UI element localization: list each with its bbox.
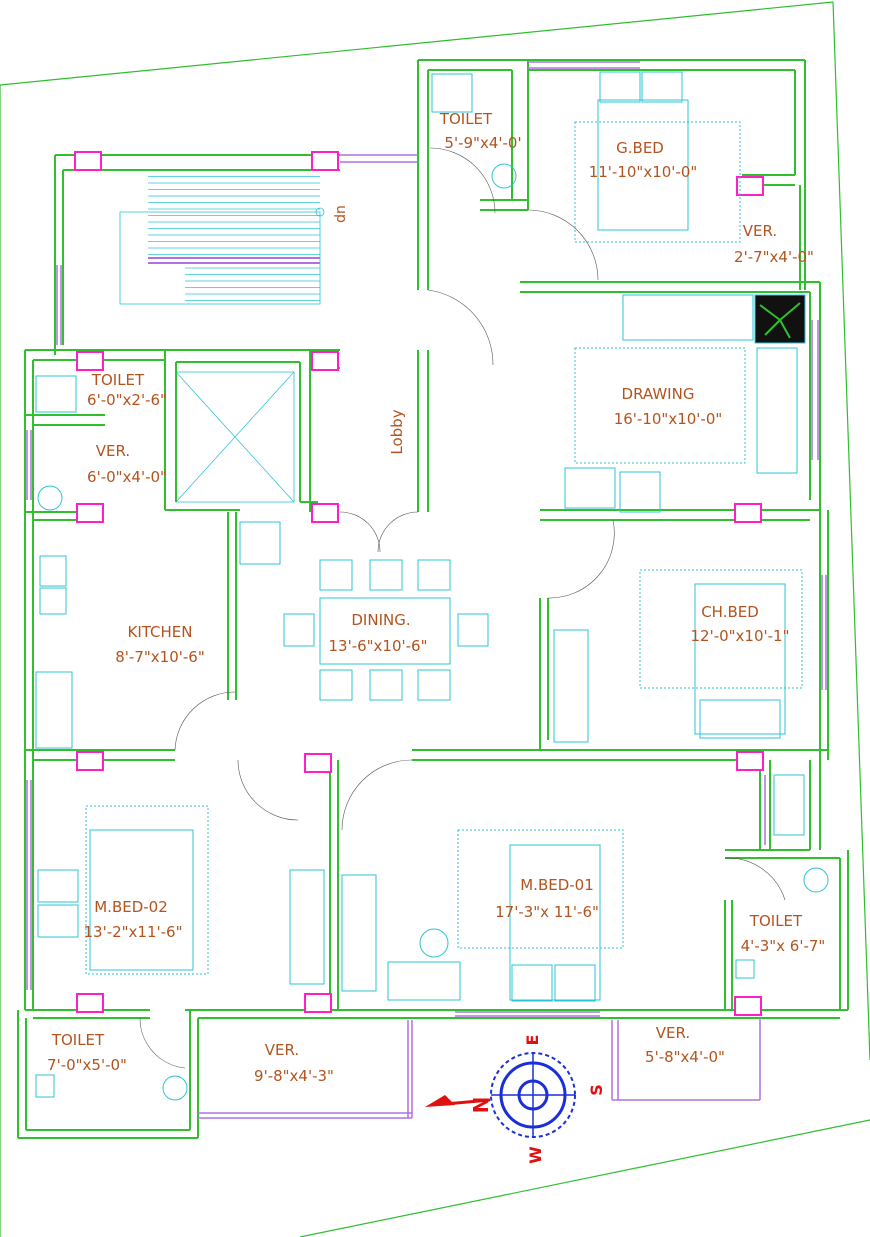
kitchen-name: KITCHEN — [128, 623, 193, 641]
north-arrow-icon — [425, 1095, 455, 1107]
mbed02-name: M.BED-02 — [94, 898, 168, 916]
compass-south-label: S — [587, 1084, 606, 1096]
drawing-size: 16'-10"x10'-0" — [614, 410, 723, 428]
column — [304, 753, 332, 773]
mbed02-size: 13'-2"x11'-6" — [83, 923, 182, 941]
drawing-name: DRAWING — [622, 385, 695, 403]
mbed01-size: 17'-3"x 11'-6" — [495, 903, 599, 921]
compass: N E S W — [425, 1035, 606, 1164]
toilet-top-size: 5'-9"x4'-0' — [444, 134, 521, 152]
toilet-top-name: TOILET — [439, 110, 493, 128]
column — [311, 503, 339, 523]
ver-bottom-mid-name: VER. — [265, 1041, 299, 1059]
staircase — [119, 169, 325, 305]
stair-up-label: up — [333, 205, 349, 223]
toilet-left-name: TOILET — [91, 371, 145, 389]
column — [736, 176, 764, 196]
column — [311, 351, 339, 371]
room-labels: TOILET 5'-9"x4'-0' G.BED 11'-10"x10'-0" … — [47, 110, 825, 1085]
toilet-right-size: 4'-3"x 6'-7" — [741, 937, 826, 955]
toilet-right-name: TOILET — [749, 912, 803, 930]
column — [76, 503, 104, 523]
walls — [17, 59, 849, 1139]
compass-east-label: E — [523, 1035, 542, 1046]
furniture — [35, 71, 829, 1101]
column — [74, 151, 102, 171]
toilet-left-size: 6'-0"x2'-6" — [87, 391, 167, 409]
compass-north-label: N — [469, 1097, 493, 1114]
column — [734, 996, 762, 1016]
windows — [26, 61, 827, 1119]
column — [76, 351, 104, 371]
kitchen-size: 8'-7"x10'-6" — [115, 648, 204, 666]
column — [304, 993, 332, 1013]
gbed-size: 11'-10"x10'-0" — [589, 163, 698, 181]
columns — [74, 151, 764, 1016]
ver-bottom-right-name: VER. — [656, 1024, 690, 1042]
chbed-name: CH.BED — [701, 603, 759, 621]
plant-decoration — [759, 302, 801, 339]
toilet-bottom-left-name: TOILET — [51, 1031, 105, 1049]
compass-west-label: W — [526, 1146, 545, 1164]
column — [76, 751, 104, 771]
ver-bottom-right-size: 5'-8"x4'-0" — [645, 1048, 725, 1066]
toilet-bottom-left-size: 7'-0"x5'-0" — [47, 1056, 127, 1074]
ver-top-right-name: VER. — [743, 222, 777, 240]
dining-size: 13'-6"x10'-6" — [328, 637, 427, 655]
lift-shaft — [175, 371, 295, 503]
gbed-name: G.BED — [616, 139, 664, 157]
dining-name: DINING. — [351, 611, 410, 629]
ver-bottom-mid-size: 9'-8"x4'-3" — [254, 1067, 334, 1085]
column — [311, 151, 339, 171]
column — [736, 751, 764, 771]
chbed-size: 12'-0"x10'-1" — [690, 627, 789, 645]
column — [76, 993, 104, 1013]
column — [734, 503, 762, 523]
ver-left-size: 6'-0"x4'-0" — [87, 468, 167, 486]
ver-top-right-size: 2'-7"x4'-0" — [734, 248, 814, 266]
lobby-label: Lobby — [388, 409, 406, 454]
mbed01-name: M.BED-01 — [520, 876, 594, 894]
door-swings — [139, 147, 786, 1069]
ver-left-name: VER. — [96, 442, 130, 460]
